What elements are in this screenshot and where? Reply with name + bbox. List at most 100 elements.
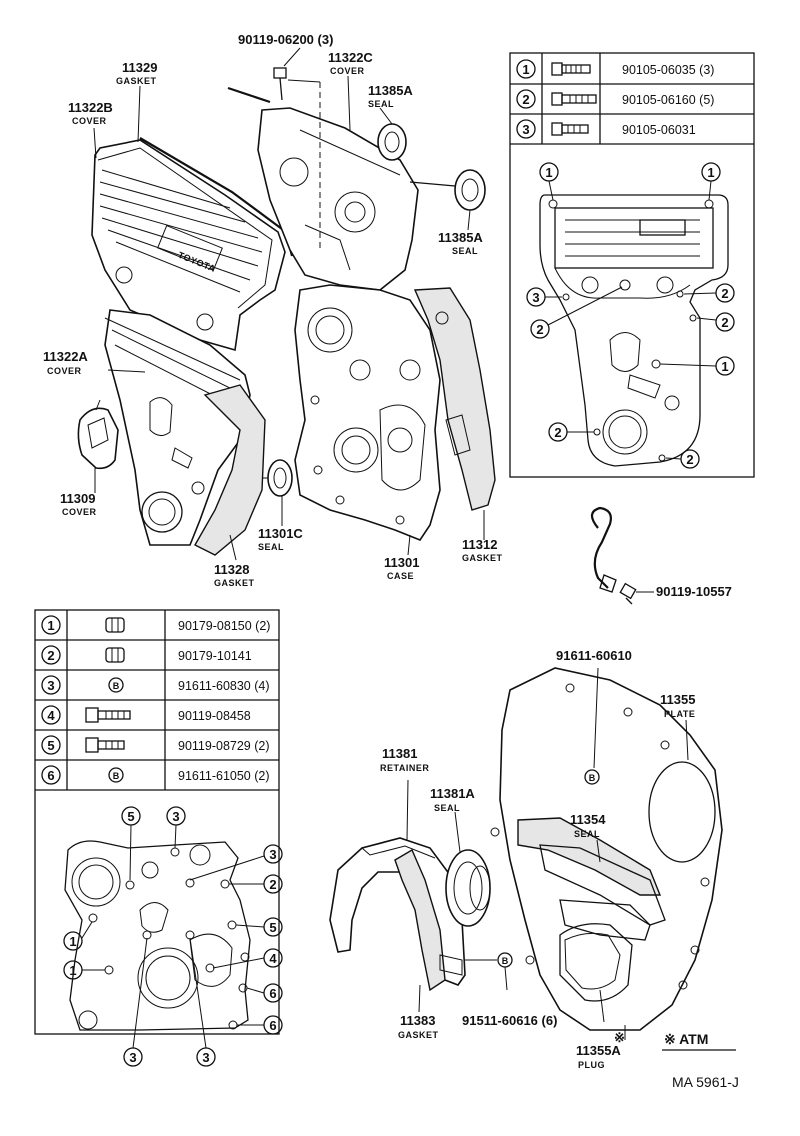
callout-desc: PLUG [578, 1060, 605, 1070]
callout-part: 11355A [576, 1043, 621, 1058]
svg-text:3: 3 [172, 809, 179, 824]
svg-text:6: 6 [47, 768, 54, 783]
svg-text:1: 1 [707, 165, 714, 180]
part-number: 90105-06160 (5) [622, 93, 714, 107]
left-table-row-1: 1 90179-08150 (2) [41, 615, 270, 635]
svg-text:1: 1 [721, 359, 728, 374]
callout-desc: PLATE [664, 709, 695, 719]
svg-text:1: 1 [69, 934, 76, 949]
row-number: 2 [522, 92, 529, 107]
svg-text:B: B [113, 681, 120, 691]
asterisk-mark: ※ [614, 1030, 625, 1045]
left-table-row-2: 2 90179-10141 [41, 645, 252, 665]
timing-cover-exploded-view: TOYOTA [77, 47, 654, 605]
callout-labels: 90119-06200 (3) 11322C COVER 11385A SEAL… [43, 32, 739, 1090]
left-bolt-table: 1 90179-08150 (2) 2 90179-10141 3 B 9161… [34, 609, 283, 1067]
svg-text:1: 1 [47, 618, 54, 633]
callout-part: 11309 [60, 491, 95, 506]
callout-desc: SEAL [434, 803, 460, 813]
svg-text:3: 3 [47, 678, 54, 693]
left-table-row-4: 4 90119-08458 [41, 705, 251, 725]
top-table-row-3: 3 90105-06031 [516, 119, 696, 139]
callout-desc: GASKET [116, 76, 157, 86]
svg-text:5: 5 [127, 809, 134, 824]
svg-text:3: 3 [129, 1050, 136, 1065]
left-table-row-6: 6 B 91611-61050 (2) [41, 765, 270, 785]
hook-bracket [590, 506, 617, 593]
bolt-icon [551, 62, 591, 76]
callout-part: 11322A [43, 349, 88, 364]
callout-part: 91511-60616 (6) [462, 1013, 557, 1028]
callout-desc: SEAL [574, 829, 600, 839]
svg-text:3: 3 [532, 290, 539, 305]
svg-text:2: 2 [554, 425, 561, 440]
plug-11355a [559, 923, 633, 1002]
end-plate-exploded-view: B B ※ [329, 667, 723, 1045]
svg-text:2: 2 [721, 286, 728, 301]
callout-desc: COVER [330, 66, 365, 76]
svg-text:1: 1 [69, 963, 76, 978]
svg-text:6: 6 [269, 986, 276, 1001]
part-number: 90105-06031 [622, 123, 696, 137]
callout-part: 11354 [570, 812, 606, 827]
svg-text:2: 2 [269, 877, 276, 892]
callout-part: 90119-10557 [656, 584, 732, 599]
svg-text:6: 6 [269, 1018, 276, 1033]
seal-11385a-lower [409, 169, 486, 211]
callout-part: 11355 [660, 692, 695, 707]
svg-text:91611-60830 (4): 91611-60830 (4) [178, 679, 270, 693]
callout-desc: SEAL [452, 246, 478, 256]
bolt-icon [273, 67, 287, 101]
callout-desc: CASE [387, 571, 414, 581]
cover-11309 [77, 399, 119, 470]
svg-text:B: B [589, 773, 596, 783]
callout-part: 11381 [382, 746, 417, 761]
row-number: 1 [522, 62, 529, 77]
svg-text:3: 3 [269, 847, 276, 862]
svg-text:B: B [113, 771, 120, 781]
top-table-row-2: 2 90105-06160 (5) [516, 89, 714, 109]
svg-text:2: 2 [536, 322, 543, 337]
callout-part: 11301C [258, 526, 303, 541]
callout-desc: COVER [62, 507, 97, 517]
callout-desc: GASKET [398, 1030, 439, 1040]
svg-text:90179-10141: 90179-10141 [178, 649, 252, 663]
callout-part: 11385A [368, 83, 413, 98]
callout-desc: COVER [72, 116, 107, 126]
callout-desc: COVER [47, 366, 82, 376]
atm-note: ※ ATM [664, 1031, 708, 1047]
svg-text:5: 5 [47, 738, 54, 753]
bolt-icon [619, 582, 637, 605]
left-table-row-3: 3 B 91611-60830 (4) [41, 675, 270, 695]
callout-desc: GASKET [462, 553, 503, 563]
callout-part: 11301 [384, 555, 419, 570]
bolt-icon [551, 92, 597, 106]
callout-desc: SEAL [258, 542, 284, 552]
svg-text:B: B [502, 956, 509, 966]
b-marker-icon: B [108, 767, 124, 783]
callout-desc: SEAL [368, 99, 394, 109]
bolt-icon [85, 737, 125, 753]
bolt-icon [551, 122, 589, 136]
left-table-row-5: 5 90119-08729 (2) [41, 735, 270, 755]
figure-code: MA 5961-J [672, 1074, 739, 1090]
svg-text:3: 3 [202, 1050, 209, 1065]
callout-part: 90119-06200 (3) [238, 32, 333, 47]
svg-text:2: 2 [47, 648, 54, 663]
callout-part: 11312 [462, 537, 497, 552]
svg-text:2: 2 [686, 452, 693, 467]
svg-text:91611-61050 (2): 91611-61050 (2) [178, 769, 270, 783]
callout-desc: GASKET [214, 578, 255, 588]
top-bolt-table: 1 90105-06035 (3) 2 90105-06160 (5) 3 [509, 52, 755, 478]
nut-icon [105, 647, 125, 663]
top-table-row-1: 1 90105-06035 (3) [516, 59, 714, 79]
svg-text:1: 1 [545, 165, 552, 180]
svg-text:2: 2 [721, 315, 728, 330]
svg-text:4: 4 [47, 708, 55, 723]
svg-text:5: 5 [269, 920, 276, 935]
row-number: 3 [522, 122, 529, 137]
callout-part: 11322B [68, 100, 113, 115]
bolt-icon [85, 707, 131, 723]
part-number: 90105-06035 (3) [622, 63, 714, 77]
cover-bolt-location-sketch: 1 1 3 2 2 2 1 2 2 [526, 162, 735, 469]
